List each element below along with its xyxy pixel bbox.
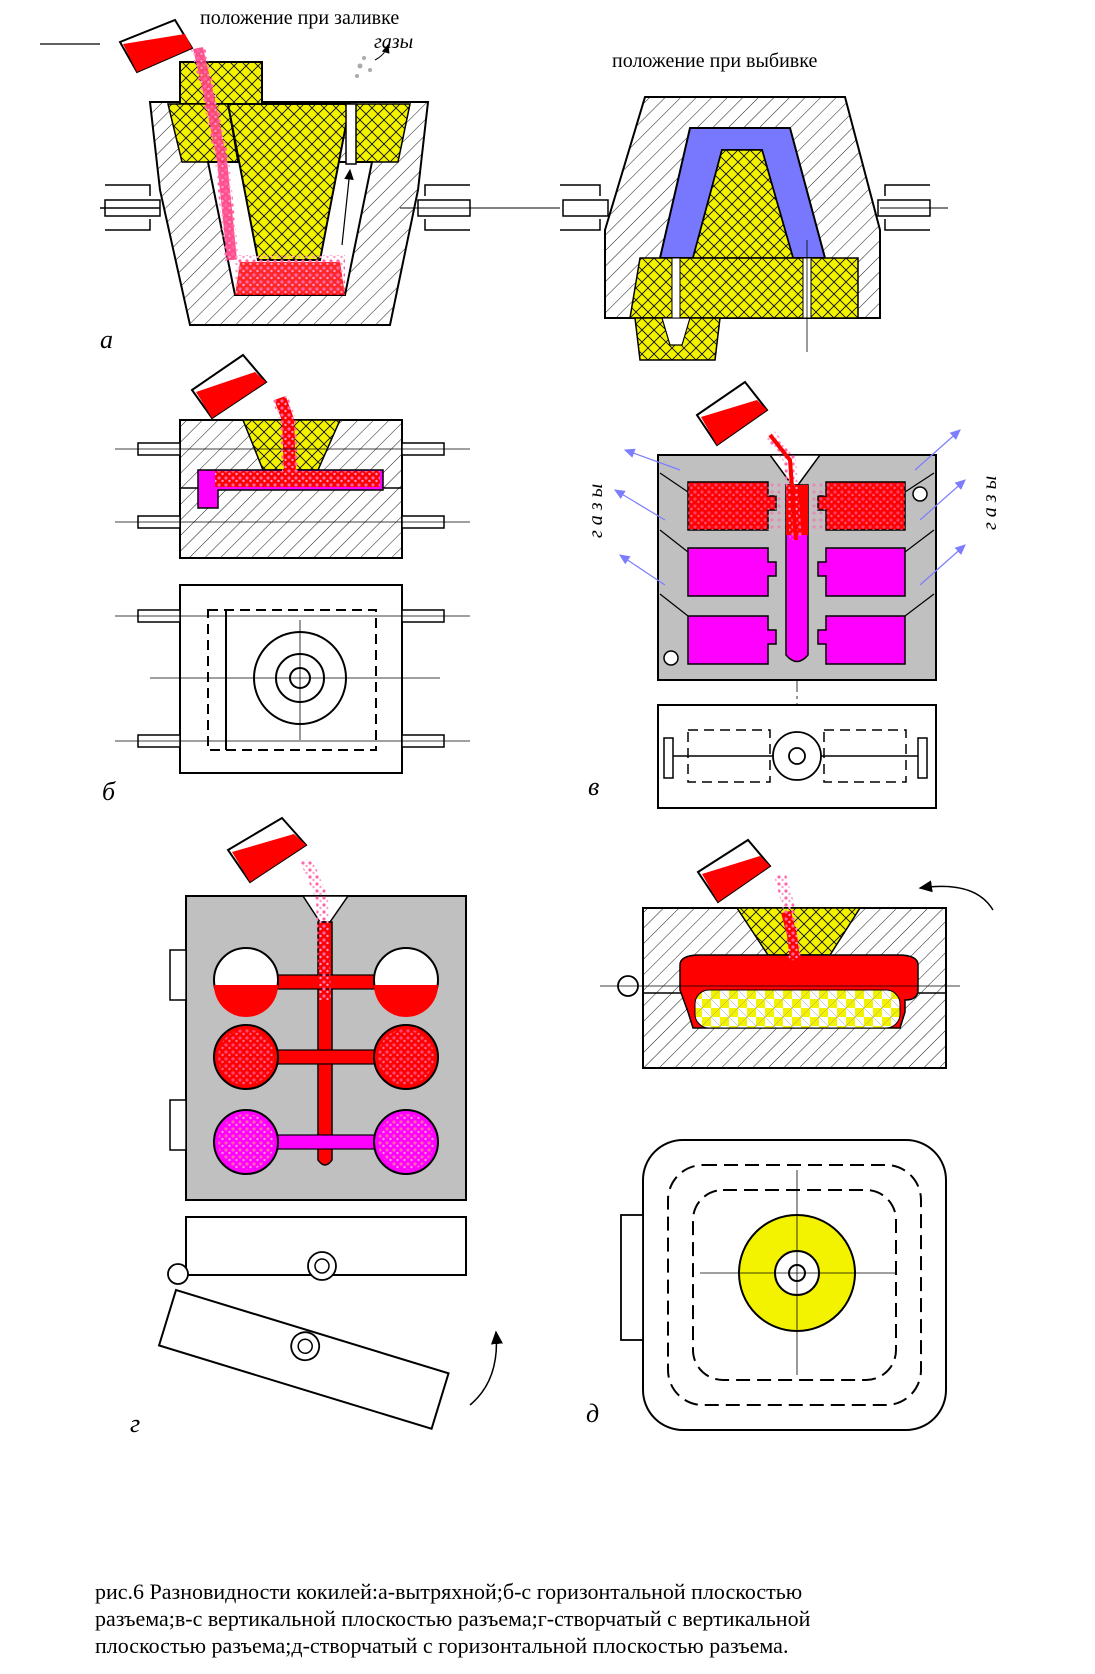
gases-label-v-right: г а з ы (979, 476, 1001, 530)
fig-a-pouring: положение при заливке газы а (40, 7, 560, 354)
caption-line-1: рис.6 Разновидности кокилей:а-вытряхной;… (95, 1579, 803, 1604)
ladle-icon (190, 353, 268, 420)
knockout-position-label: положение при выбивке (612, 50, 817, 72)
fig-g-label: г (130, 1409, 140, 1438)
fig-a-knockout: положение при выбивке (560, 50, 948, 361)
fig-v-vertical-parting: г а з ы г а з ы в (585, 380, 1001, 809)
gas-bubbles-icon (355, 44, 390, 78)
ladle-icon (696, 838, 772, 904)
fig-v-label: в (588, 772, 599, 801)
caption-line-3: плоскостью разъема;д-створчатый с горизо… (95, 1633, 789, 1658)
gas-arrows-icon (613, 429, 966, 586)
fig-b-horizontal-parting: б (102, 353, 470, 806)
fig-d-label: д (586, 1399, 599, 1428)
ladle-icon (695, 380, 769, 447)
gases-label-v-left: г а з ы (585, 484, 607, 538)
ladle-icon (118, 18, 194, 74)
ladle-icon (226, 816, 308, 884)
clamp-left-knockout-icon (560, 184, 609, 231)
fig-b-label: б (102, 777, 116, 806)
caption-line-2: разъема;в-с вертикальной плоскостью разъ… (95, 1606, 811, 1631)
pouring-position-label: положение при заливке (200, 7, 399, 29)
clamp-left-icon (100, 184, 161, 231)
figure-caption: рис.6 Разновидности кокилей:а-вытряхной;… (95, 1578, 1055, 1659)
fig-d-hinged-horizontal: д (586, 838, 994, 1431)
gases-label-a: газы (374, 31, 413, 53)
fig-g-hinged-vertical: г (130, 816, 503, 1438)
fig-a-label: а (100, 325, 113, 354)
